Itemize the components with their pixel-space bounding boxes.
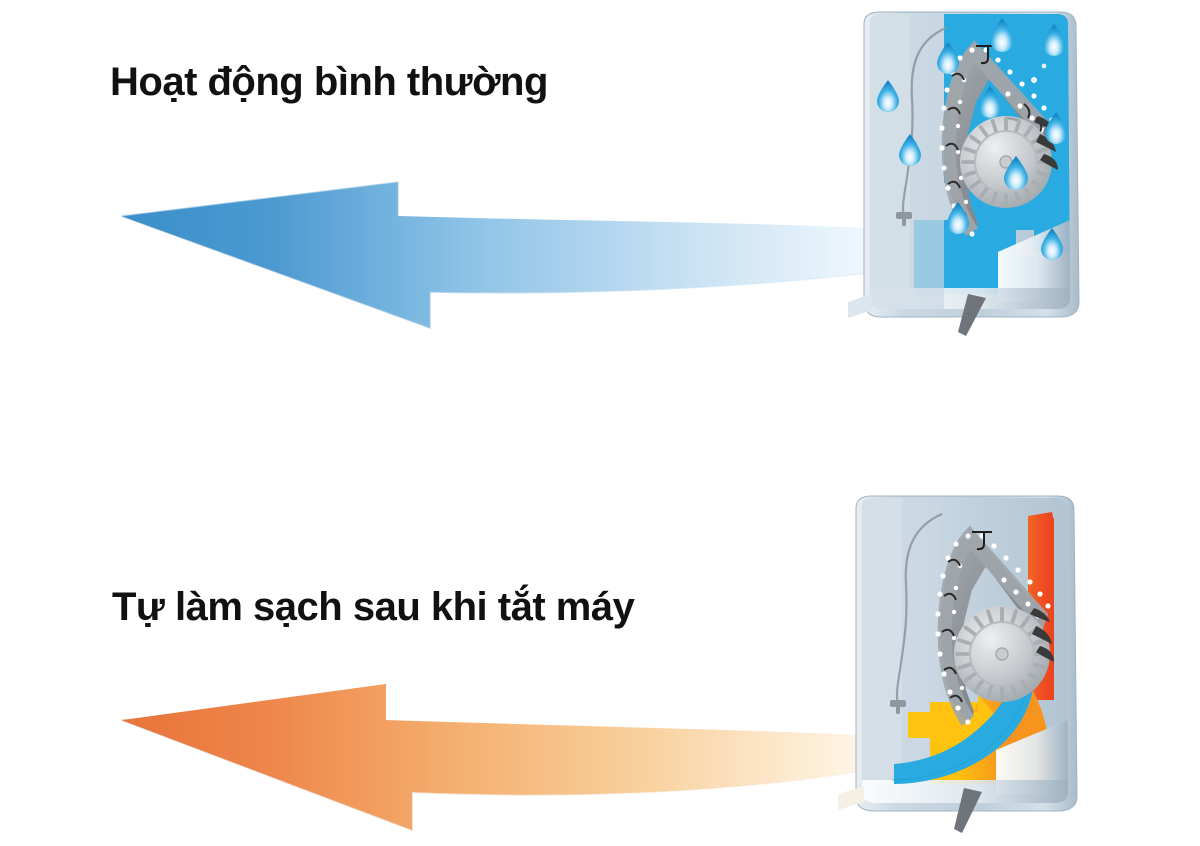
caption-normal-operation: Hoạt động bình thường: [110, 60, 548, 104]
cool-air-flow-arrow: [100, 180, 941, 340]
water-droplets: [877, 18, 1067, 260]
indoor-unit-normal: [848, 6, 1100, 336]
panel-normal-operation: Hoạt động bình thường: [100, 6, 1100, 340]
louver-blade: [958, 294, 986, 336]
panel-self-clean: Tự làm sạch sau khi tắt máy: [0, 423, 1200, 846]
louver-blade: [954, 788, 982, 833]
caption-self-clean: Tự làm sạch sau khi tắt máy: [112, 585, 635, 629]
indoor-unit-selfclean: [838, 488, 1100, 833]
warm-air-flow-arrow: [100, 680, 891, 840]
